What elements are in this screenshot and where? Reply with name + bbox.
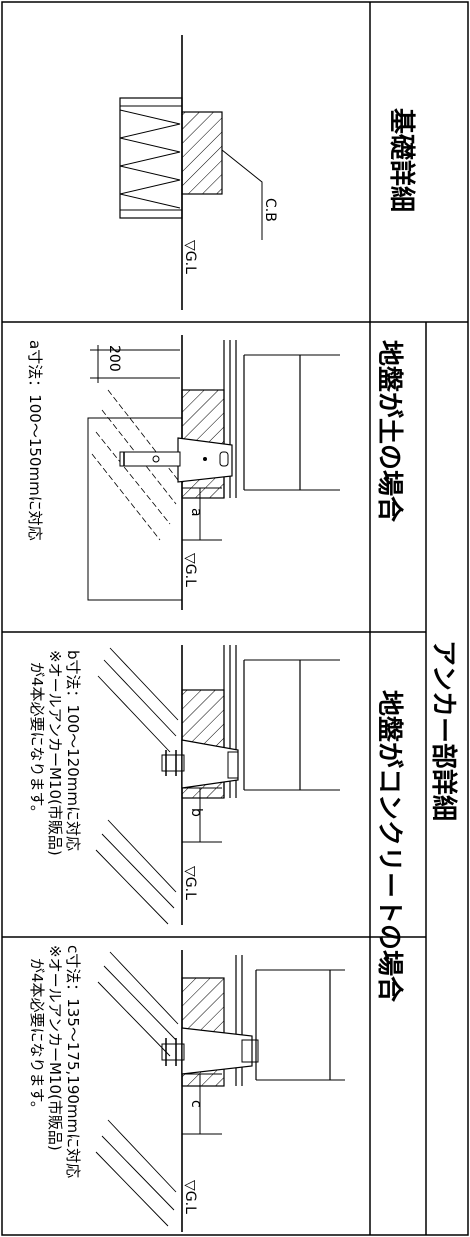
header-anchor: アンカー部詳細 <box>428 640 459 821</box>
concrete-detail-c: c ▽G.L c寸法：135～175,190mmに対応 ※オールアンカーM10(… <box>28 945 345 1232</box>
foundation-detail: C.B ▽G.L 基礎詳細 <box>119 35 417 310</box>
cb-label: C.B <box>262 198 278 222</box>
dim-200: 200 <box>106 345 122 372</box>
gl-label-c: ▽G.L <box>182 1180 198 1214</box>
note-b-3: が4本必要になります。 <box>28 662 46 820</box>
header-kiso: 基礎詳細 <box>386 108 417 212</box>
note-c-2: ※オールアンカーM10(市販品) <box>46 945 64 1151</box>
note-b-2: ※オールアンカーM10(市販品) <box>46 650 64 856</box>
note-soil: a寸法：100～150mmに対応 <box>26 340 44 541</box>
header-concrete: 地盤がコンクリートの場合 <box>374 690 405 1003</box>
note-b-1: b寸法：100～120mmに対応 <box>64 650 82 851</box>
dim-c: c <box>188 1100 204 1108</box>
dim-a: a <box>188 508 204 517</box>
note-c-3: が4本必要になります。 <box>28 958 46 1116</box>
header-soil: 地盤が土の場合 <box>374 340 405 523</box>
gl-label: ▽G.L <box>182 240 198 274</box>
concrete-detail-b: b ▽G.L b寸法：100～120mmに対応 ※オールアンカーM10(市販品)… <box>28 645 340 925</box>
gl-label-soil: ▽G.L <box>182 553 198 587</box>
gl-label-b: ▽G.L <box>182 866 198 900</box>
soil-detail: 200 a ▽G.L a寸法：100～150mmに対応 <box>26 335 340 610</box>
note-c-1: c寸法：135～175,190mmに対応 <box>64 945 82 1178</box>
dim-b: b <box>188 808 204 817</box>
